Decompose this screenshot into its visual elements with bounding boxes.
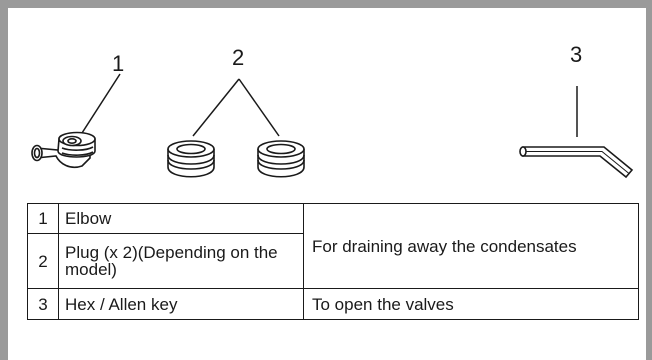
table-row: 2 Plug (x 2)(Depending on the model) xyxy=(27,233,639,289)
parts-illustration xyxy=(31,73,634,179)
table-row: 1 Elbow For draining away the condensate… xyxy=(27,203,639,289)
item-name: Elbow xyxy=(58,203,304,234)
callout-2: 2 xyxy=(232,45,245,70)
item-use: For draining away the condensates xyxy=(303,203,639,289)
callout-3: 3 xyxy=(570,42,583,67)
item-name: Plug (x 2)(Depending on the model) xyxy=(58,233,304,289)
callout-1: 1 xyxy=(112,51,125,76)
leader-line-1 xyxy=(81,73,121,134)
drain-plug-icon xyxy=(167,140,215,178)
item-name: Hex / Allen key xyxy=(58,288,304,320)
drain-plug-icon-2 xyxy=(257,140,305,178)
row-number: 3 xyxy=(27,288,59,320)
hex-allen-key-icon xyxy=(519,146,634,179)
row-number: 1 xyxy=(27,203,59,234)
leader-line-2a xyxy=(192,78,240,137)
elbow-fitting-icon xyxy=(31,131,96,169)
row-number: 2 xyxy=(27,233,59,289)
item-use: To open the valves xyxy=(303,288,639,320)
leader-line-2b xyxy=(238,78,280,137)
parts-table: 1 Elbow For draining away the condensate… xyxy=(27,203,639,320)
table-row: 3 Hex / Allen key To open the valves xyxy=(27,288,639,320)
